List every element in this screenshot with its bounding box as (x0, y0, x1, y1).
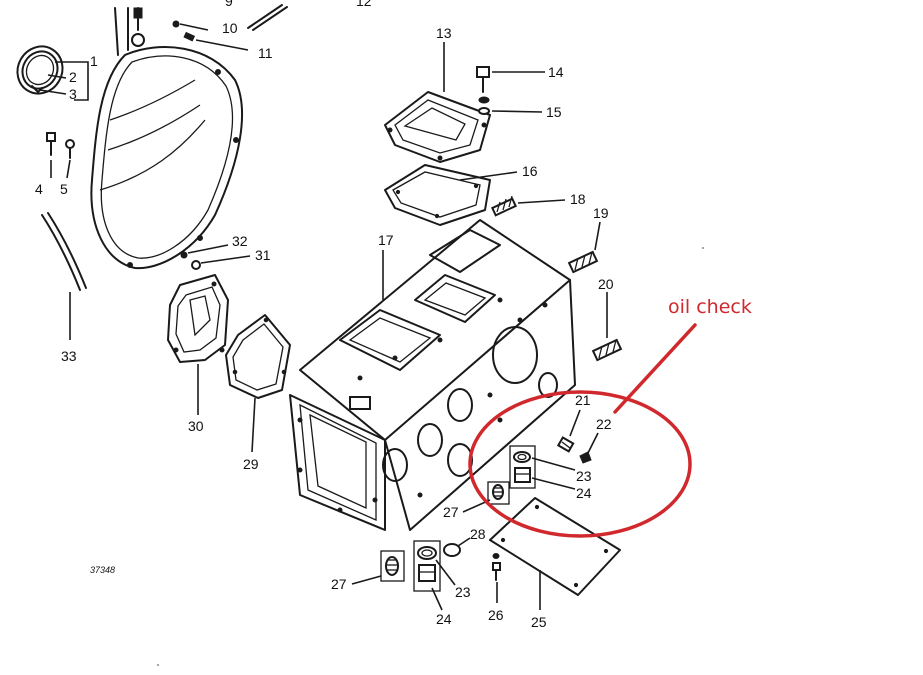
part-18-stud (491, 195, 517, 217)
scan-speck (157, 664, 159, 666)
label-2: 2 (69, 69, 77, 85)
part-28-cap (443, 543, 461, 557)
label-23-lower: 23 (455, 584, 471, 600)
label-15: 15 (546, 104, 562, 120)
label-14: 14 (548, 64, 564, 80)
part-20-stud (591, 338, 623, 362)
label-16: 16 (522, 163, 538, 179)
label-27-lower: 27 (331, 576, 347, 592)
part-11-pin (183, 31, 196, 42)
oil-check-pointer (613, 323, 697, 414)
label-20: 20 (598, 276, 614, 292)
leader-lines (39, 23, 608, 611)
label-21: 21 (575, 392, 591, 408)
part-25-bottom-cover (489, 497, 621, 596)
part-14-bolt (476, 66, 490, 93)
part-4-screw (46, 132, 56, 156)
label-32: 32 (232, 233, 248, 249)
part-33-rubber-strip (41, 212, 87, 291)
part-27-upper-box (487, 481, 510, 505)
part-16-gasket (384, 164, 491, 226)
label-24-upper: 24 (576, 485, 592, 501)
part-15-washer (478, 96, 490, 115)
label-23-upper: 23 (576, 468, 592, 484)
part-number-labels: 1 2 3 4 5 9 10 11 12 13 14 15 16 17 18 1… (35, 0, 614, 630)
part-23-24-upper-box (509, 445, 536, 489)
label-31: 31 (255, 247, 271, 263)
part-5-washer (65, 139, 75, 159)
part-17-transmission-case (289, 219, 576, 531)
part-13-top-cover (384, 91, 491, 163)
dipstick-rod (247, 4, 288, 31)
part-23-24-lower-box (413, 540, 441, 592)
part-21-plug (556, 436, 575, 453)
label-30: 30 (188, 418, 204, 434)
label-11: 11 (258, 45, 273, 61)
label-26: 26 (488, 607, 504, 623)
oil-check-annotation: oil check (468, 296, 752, 538)
label-28: 28 (470, 526, 486, 542)
part-29-gasket (225, 314, 291, 399)
part-19-stud (567, 250, 599, 274)
label-5: 5 (60, 181, 68, 197)
flywheel-housing (90, 7, 244, 270)
label-4: 4 (35, 181, 43, 197)
label-18: 18 (570, 191, 586, 207)
part-27-lower-box (380, 550, 405, 582)
label-9: 9 (225, 0, 233, 9)
part-1-seal-ring (16, 45, 64, 95)
part-10-pin (172, 20, 180, 28)
part-9-bracket (131, 7, 145, 47)
label-27-upper: 27 (443, 504, 459, 520)
oil-check-circle (468, 390, 692, 538)
figure-number: 37348 (90, 565, 115, 575)
label-24-lower: 24 (436, 611, 452, 627)
part-30-cover-housing (167, 274, 229, 363)
label-1: 1 (90, 53, 98, 69)
label-13: 13 (436, 25, 452, 41)
scan-speck (702, 247, 704, 249)
label-10: 10 (222, 20, 238, 36)
label-17: 17 (378, 232, 394, 248)
part-26-bolt (492, 553, 501, 581)
oil-check-label: oil check (668, 296, 752, 318)
label-22: 22 (596, 416, 612, 432)
label-25: 25 (531, 614, 547, 630)
label-3: 3 (69, 86, 77, 102)
label-29: 29 (243, 456, 259, 472)
label-33: 33 (61, 348, 77, 364)
part-31-bolt (191, 260, 201, 270)
label-12: 12 (356, 0, 372, 9)
label-19: 19 (593, 205, 609, 221)
part-22-plug (579, 451, 592, 464)
part-32-lockwasher (180, 251, 188, 259)
